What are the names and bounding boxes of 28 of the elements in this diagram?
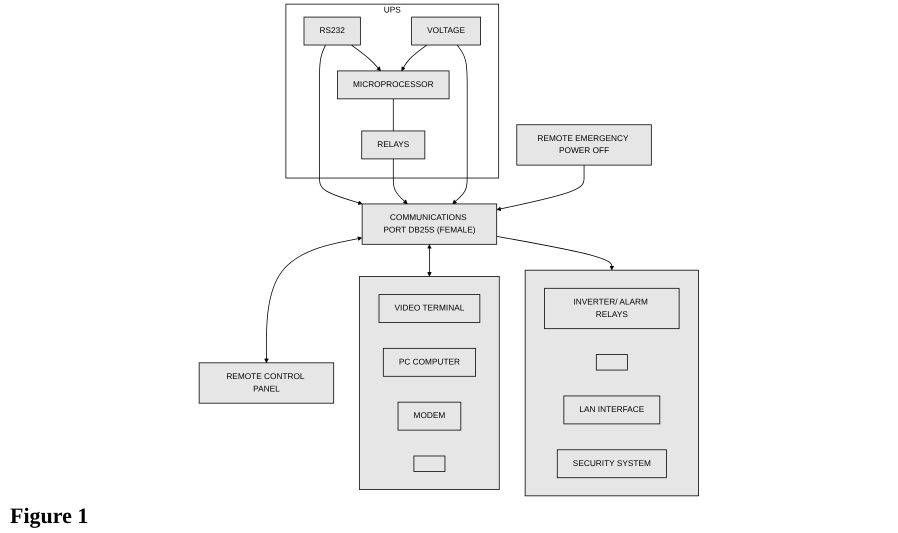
node-box: INVERTER/ ALARM RELAYS — [544, 288, 680, 330]
arrow — [351, 44, 382, 72]
node-box: RS232 — [304, 16, 361, 46]
cluster — [359, 276, 500, 490]
cluster — [524, 270, 700, 496]
arrow — [427, 244, 432, 277]
arrow — [452, 44, 468, 204]
node-box: REMOTE CONTROL PANEL — [198, 362, 334, 404]
node-box: SECURITY SYSTEM — [557, 449, 667, 478]
node-box — [596, 354, 628, 370]
node-box: COMMUNICATIONS PORT DB25S (FEMALE) — [362, 204, 498, 245]
arrow — [401, 44, 428, 72]
arrow — [319, 44, 363, 205]
node-box: RELAYS — [362, 130, 426, 160]
node-box — [414, 456, 446, 472]
connector — [393, 98, 394, 132]
arrow — [393, 158, 408, 204]
node-box: VOLTAGE — [411, 16, 482, 46]
node-box: VIDEO TERMINAL — [378, 294, 480, 323]
node-box: MODEM — [398, 402, 462, 430]
node-box: PC COMPUTER — [383, 348, 476, 377]
arrow — [264, 236, 362, 364]
node-box: MICROPROCESSOR — [337, 70, 450, 100]
figure-caption: Figure 1 — [10, 503, 88, 529]
arrow — [496, 164, 585, 212]
node-box: REMOTE EMERGENCY POWER OFF — [516, 124, 652, 166]
node-box: LAN INTERFACE — [564, 396, 660, 424]
arrow — [496, 236, 614, 270]
